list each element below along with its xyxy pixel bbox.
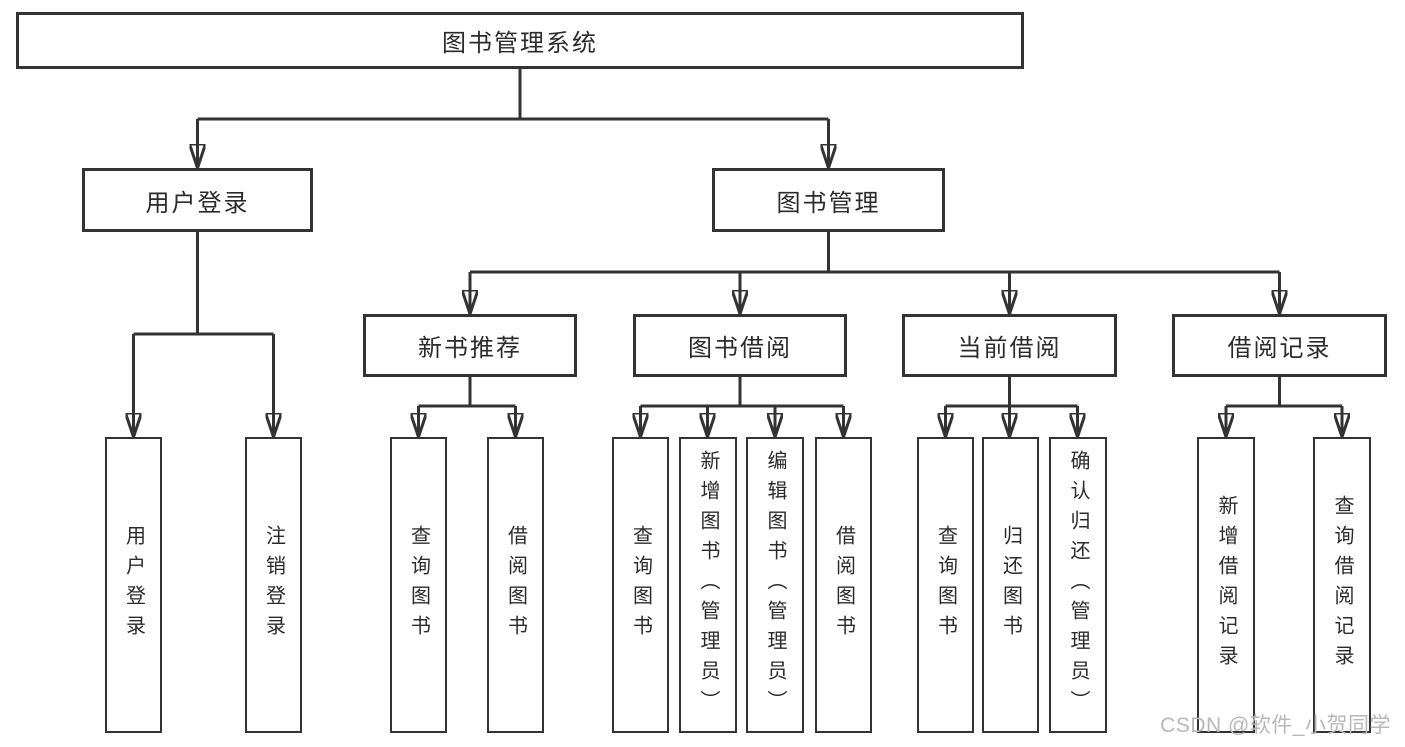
- node-borrow-records: 借阅记录: [1172, 314, 1387, 377]
- leaf-borrow-add-books-admin: 新增图书（管理员）: [679, 437, 737, 733]
- node-new-book-recommend: 新书推荐: [363, 314, 577, 377]
- node-current-borrow: 当前借阅: [902, 314, 1117, 377]
- leaf-newbooks-query-books: 查询图书: [390, 437, 447, 733]
- leaf-records-query-record: 查询借阅记录: [1313, 437, 1371, 733]
- leaf-newbooks-borrow-books: 借阅图书: [487, 437, 544, 733]
- leaf-borrow-borrow-books: 借阅图书: [815, 437, 872, 733]
- node-user-login: 用户登录: [82, 168, 313, 232]
- leaf-user-login: 用户登录: [105, 437, 162, 733]
- leaf-borrow-edit-books-admin: 编辑图书（管理员）: [746, 437, 804, 733]
- csdn-watermark: CSDN @软件_小贺同学: [1160, 714, 1391, 737]
- node-book-borrow: 图书借阅: [633, 314, 847, 377]
- leaf-current-return-books: 归还图书: [982, 437, 1039, 733]
- leaf-current-query-books: 查询图书: [917, 437, 974, 733]
- node-book-management: 图书管理: [712, 168, 945, 232]
- leaf-records-add-record: 新增借阅记录: [1197, 437, 1255, 733]
- leaf-borrow-query-books: 查询图书: [612, 437, 669, 733]
- leaf-logout: 注销登录: [245, 437, 302, 733]
- node-root-system: 图书管理系统: [16, 12, 1024, 69]
- leaf-current-confirm-return-admin: 确认归还（管理员）: [1049, 437, 1107, 733]
